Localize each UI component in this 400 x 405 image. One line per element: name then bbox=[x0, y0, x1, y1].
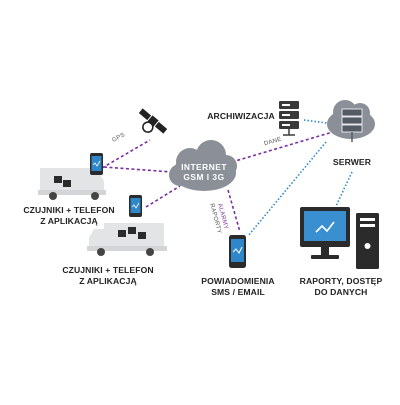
czujniki-label-1: CZUJNIKI + TELEFON Z APLIKACJĄ bbox=[18, 205, 120, 227]
cloud-icon bbox=[169, 140, 237, 191]
server-icon bbox=[327, 100, 375, 142]
powiadomienia-label: POWIADOMIENIA SMS / EMAIL bbox=[196, 276, 280, 298]
connections bbox=[101, 119, 353, 237]
server-monitor-link bbox=[335, 171, 353, 207]
archiwizacja-label: ARCHIWIZACJA bbox=[207, 111, 275, 121]
server-phone-link bbox=[247, 141, 327, 237]
archive-server-icon bbox=[279, 101, 299, 136]
raporty-label-line2: DO DANYCH bbox=[314, 287, 368, 297]
raporty-label: RAPORTY, DOSTĘP DO DANYCH bbox=[299, 276, 383, 298]
czujniki-label-2-line2: Z APLIKACJĄ bbox=[79, 276, 137, 286]
satellite-icon bbox=[138, 108, 168, 134]
internet-label-line2: GSM I 3G bbox=[183, 172, 225, 182]
czujniki-label-2-line1: CZUJNIKI + TELEFON bbox=[62, 265, 154, 275]
powiadomienia-label-line2: SMS / EMAIL bbox=[211, 287, 265, 297]
internet-label-line1: INTERNET bbox=[181, 162, 227, 172]
monitor-icon bbox=[300, 207, 350, 259]
cloud-phone-link bbox=[227, 189, 241, 233]
powiadomienia-label-line1: POWIADOMIENIA bbox=[201, 276, 275, 286]
czujniki-label-1-line1: CZUJNIKI + TELEFON bbox=[23, 205, 115, 215]
czujniki-label-1-line2: Z APLIKACJĄ bbox=[40, 216, 98, 226]
serwer-label: SERWER bbox=[332, 157, 372, 167]
truck2-cloud-link bbox=[145, 185, 181, 208]
czujniki-label-2: CZUJNIKI + TELEFON Z APLIKACJĄ bbox=[57, 265, 159, 287]
phone-icon bbox=[90, 153, 103, 175]
raporty-label-line1: RAPORTY, DOSTĘP bbox=[299, 276, 383, 286]
cloud-server-link bbox=[231, 130, 337, 163]
internet-label: INTERNET GSM I 3G bbox=[174, 162, 234, 182]
truck-icon bbox=[38, 168, 106, 200]
truck-icon bbox=[87, 223, 167, 256]
pc-tower-icon bbox=[356, 213, 379, 269]
gps-link bbox=[101, 139, 151, 169]
truck1-cloud-link bbox=[103, 166, 173, 173]
phone-icon bbox=[129, 195, 142, 217]
phone-icon bbox=[229, 235, 246, 268]
